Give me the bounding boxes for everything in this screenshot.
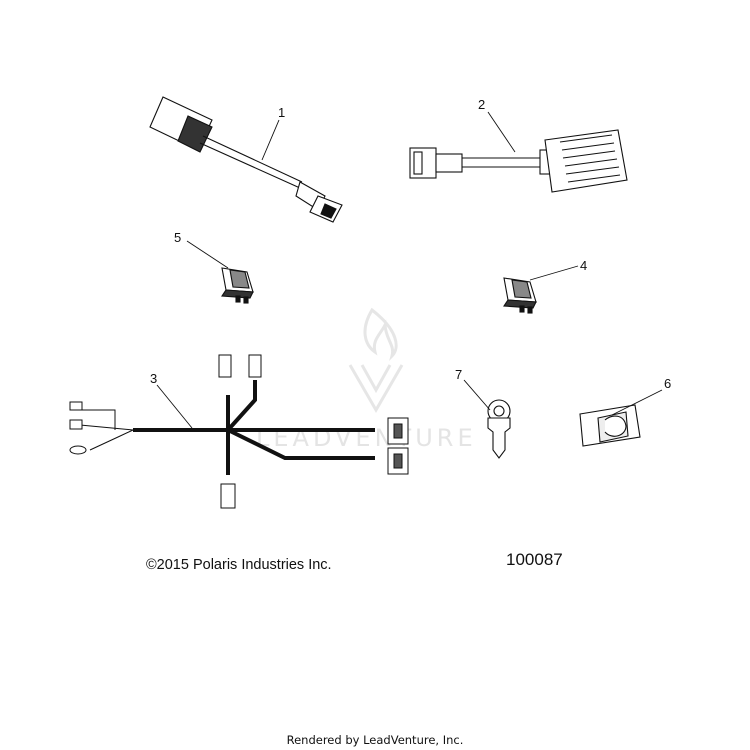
copyright-notice: ©2015 Polaris Industries Inc. (146, 557, 332, 573)
part-7-push-rivet-clip[interactable] (487, 399, 511, 459)
callout-4: 4 (580, 258, 587, 273)
leader-line-2 (487, 111, 516, 153)
leader-line-1 (261, 119, 280, 161)
part-6-harness-clip[interactable] (579, 404, 641, 447)
callout-2: 2 (478, 97, 485, 112)
leader-line-6 (611, 389, 663, 416)
part-3-main-wire-harness[interactable] (69, 354, 409, 509)
callout-5: 5 (174, 230, 181, 245)
footer-credit: Rendered by LeadVenture, Inc. (286, 733, 464, 747)
part-4-rocker-switch[interactable] (503, 277, 537, 314)
leader-line-5 (186, 240, 229, 269)
leader-line-4 (529, 265, 579, 281)
callout-6: 6 (664, 376, 671, 391)
part-1-adapter-harness[interactable] (149, 96, 343, 223)
part-5-rocker-switch[interactable] (221, 267, 254, 304)
leader-line-3 (156, 384, 193, 429)
callout-7: 7 (455, 367, 462, 382)
callout-3: 3 (150, 371, 157, 386)
leadventure-logo-icon (348, 307, 404, 413)
callout-1: 1 (278, 105, 285, 120)
figure-number: 100087 (506, 550, 563, 569)
leader-line-7 (463, 379, 491, 411)
part-2-heater-pad-harness[interactable] (409, 129, 628, 193)
